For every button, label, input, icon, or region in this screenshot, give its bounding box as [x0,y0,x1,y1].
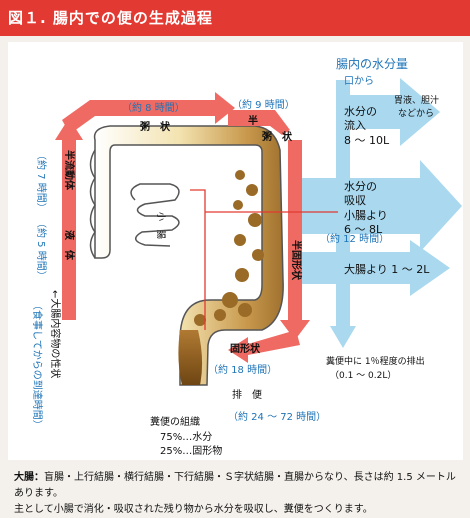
inflow-1: 水分の [344,105,377,118]
stool-water: 75%…水分 [160,431,212,443]
state-semisolid: 半固形状 [290,240,303,281]
absorb-large: 大腸より 1 〜 2L [344,262,430,276]
water-flow-labels: 水分の 流入 8 〜 10L 水分の 吸収 小腸より 6 〜 8L 大腸より 1… [344,105,430,276]
stool-heading: 糞便の組織 [150,415,200,428]
time-5: （約 5 時間） [35,218,48,281]
time-24-72: （約 24 〜 72 時間） [228,410,326,423]
small-intestine-label: 小 腸 [155,212,166,239]
footnote-text-1: 盲腸・上行結腸・横行結腸・下行結腸・Ｓ字状結腸・直腸からなり、長さは約 1.5 … [14,472,456,499]
excrete-2: （0.1 〜 0.2L） [330,370,396,381]
state-labels: 粥 状 半 粥 状 半固形状 固形状 半流動体 液 体 [63,114,303,355]
water-heading: 腸内の水分量 [336,57,408,71]
top-arrow-right [228,110,290,135]
state-porridge: 粥 状 [140,120,171,133]
absorb-large-arrow [300,240,450,296]
time-8: （約 8 時間） [122,101,185,114]
stage-arrows [55,92,338,363]
excretion-label: 排 便 [232,388,262,401]
state-porridge2: 粥 状 [262,130,293,143]
absorb-small-2: 6 〜 8L [344,223,383,236]
rectum-stool [178,330,203,385]
footnote-line-1: 大腸：盲腸・上行結腸・横行結腸・下行結腸・Ｓ字状結腸・直腸からなり、長さは約 1… [14,470,464,502]
footnote: 大腸：盲腸・上行結腸・横行結腸・下行結腸・Ｓ字状結腸・直腸からなり、長さは約 1… [14,470,464,518]
time-18: （約 18 時間） [208,363,277,376]
water-labels: 腸内の水分量 口から [336,57,408,87]
time-7: （約 7 時間） [35,150,48,213]
title-bar: 図１. 腸内での便の生成過程 [0,0,470,36]
legend-arrow: ←大腸内容物の性状 [49,290,62,378]
stool-particles [194,170,264,326]
time-labels: （約 8 時間） （約 9 時間） （約 12 時間） （約 18 時間） （約… [122,98,389,423]
colon [89,125,284,386]
absorb-2: 吸収 [344,194,366,207]
inflow-2: 流入 [344,118,366,132]
page-title: 図１. 腸内での便の生成過程 [8,9,213,27]
source-juice-2: などから [398,108,434,119]
state-solid: 固形状 [230,342,261,355]
inflow-amount: 8 〜 10L [344,134,390,147]
absorb-small-arrow [300,160,462,252]
absorb-small-1: 小腸より [344,209,388,222]
time-12: （約 12 時間） [320,232,389,245]
bracket-line-1 [190,189,206,330]
footnote-line-2: 主として小腸で消化・吸収された残り物から水分を吸収し、糞便をつくります。 [14,504,373,515]
water-down-arrow [330,326,356,348]
descending-arrow [280,140,310,340]
top-arrow-left [62,92,235,134]
stool-solid: 25%…固形物 [160,444,222,457]
time-9: （約 9 時間） [232,98,295,111]
absorb-1: 水分の [344,180,377,193]
small-intestine-loops [130,183,180,247]
left-time-labels: （約 7 時間） （約 5 時間） （食事してからの到達時間） [31,150,48,430]
footnote-label: 大腸： [14,472,44,483]
inflow-arrow [340,78,440,146]
ascending-arrow [62,130,76,320]
colon-outline [93,125,284,386]
state-liquid: 液 体 [63,230,76,261]
sigmoid-arrow [228,330,300,363]
excrete-1: 糞便中に 1％程度の排出 [326,355,425,367]
source-mouth: 口から [344,75,374,87]
stool-composition: 糞便の組織 75%…水分 25%…固形物 [150,415,222,457]
legend-paren: （食事してからの到達時間） [31,300,44,430]
water-flow [300,78,462,348]
water-source-labels: 胃液、胆汁 などから [394,94,439,119]
colon-haustra [89,149,96,259]
source-juice-1: 胃液、胆汁 [394,94,439,106]
state-semiliquid: 半流動体 [63,150,76,191]
state-half: 半 [248,114,258,127]
ascending-arrow-head [55,118,83,140]
excrete-labels: 糞便中に 1％程度の排出 （0.1 〜 0.2L） [326,355,425,381]
